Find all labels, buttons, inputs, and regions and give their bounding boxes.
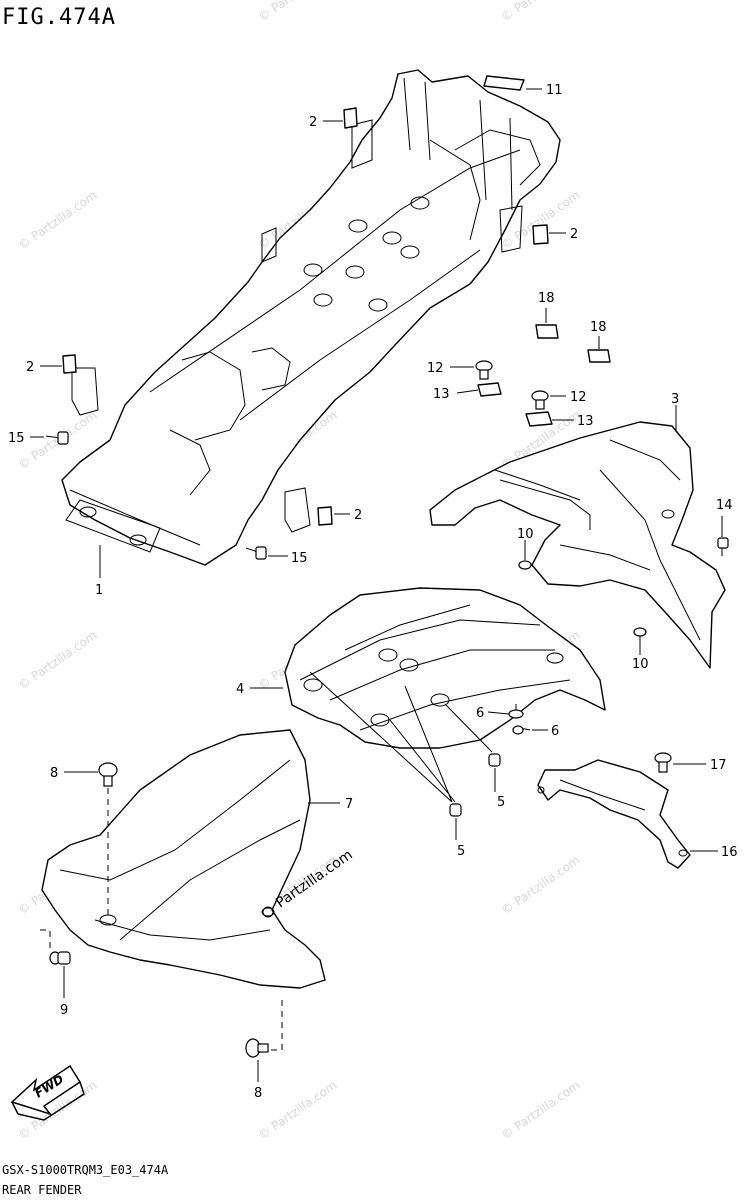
callout-17: 17 (710, 758, 727, 773)
figure-name: REAR FENDER (2, 1183, 82, 1197)
part-4-inner-fender (284, 587, 606, 749)
callout-8: 8 (254, 1086, 262, 1101)
watermark: © Partzilla.com (499, 0, 583, 24)
callout-18: 18 (590, 320, 607, 335)
callout-16: 16 (721, 845, 738, 860)
watermark: © Partzilla.com (256, 0, 340, 24)
callout-7: 7 (345, 797, 353, 812)
callout-6: 6 (476, 706, 484, 721)
part-8-bolt (245, 1038, 269, 1058)
part-11-pad (483, 75, 525, 91)
fwd-arrow: FWD (10, 1064, 85, 1121)
callout-14: 14 (716, 498, 733, 513)
part-13-nut (525, 411, 553, 427)
fastener-leader-lines (309, 671, 493, 803)
part-14-bolt (717, 537, 729, 556)
callout-8: 8 (50, 766, 58, 781)
callout-12: 12 (570, 390, 587, 405)
callout-2: 2 (26, 360, 34, 375)
watermark: © Partzilla.com (499, 853, 583, 918)
part-18-pad (535, 324, 559, 339)
callout-10: 10 (517, 527, 534, 542)
part-1-rear-frame (61, 69, 561, 566)
bolt-8-dashed-guide (270, 1000, 283, 1051)
part-2-clip (532, 224, 549, 245)
callout-9: 9 (60, 1003, 68, 1018)
part-8-bolt (98, 762, 118, 787)
callout-2: 2 (570, 227, 578, 242)
part-7-hugger (41, 729, 326, 989)
part-12-bolt (531, 390, 549, 410)
callout-6: 6 (551, 724, 559, 739)
part-3-rear-fender (429, 421, 726, 669)
figure-title: FIG.474A (2, 5, 116, 30)
figure-code: GSX-S1000TRQM3_E03_474A (2, 1163, 169, 1177)
watermark: © Partzilla.com (16, 188, 100, 253)
callout-15: 15 (8, 431, 25, 446)
callout-2: 2 (354, 508, 362, 523)
callout-15: 15 (291, 551, 308, 566)
part-6-screw (512, 725, 531, 735)
part-17-bolt (654, 752, 672, 773)
callout-5: 5 (457, 844, 465, 859)
callout-1: 1 (95, 583, 103, 598)
callout-18: 18 (538, 291, 555, 306)
part-5-nut (488, 753, 501, 767)
callout-10: 10 (632, 657, 649, 672)
callout-3: 3 (671, 392, 679, 407)
part-2-clip (317, 506, 333, 526)
callout-2: 2 (309, 115, 317, 130)
watermark: © Partzilla.com (16, 628, 100, 693)
callout-layer: 11 2 2 2 2 15 15 1 18 18 12 12 13 13 3 1… (8, 83, 738, 1101)
callout-4: 4 (236, 682, 244, 697)
watermark: © Partzilla.com (499, 1078, 583, 1143)
callout-13: 13 (577, 414, 594, 429)
part-2-clip (62, 354, 77, 374)
bolt-9-dashed-guide (40, 929, 51, 950)
part-18-pad (587, 349, 611, 363)
part-13-nut (477, 382, 502, 397)
part-15-bolt (45, 431, 69, 445)
part-12-bolt (475, 360, 493, 380)
part-16-bracket (537, 759, 691, 869)
part-10-washer (518, 560, 532, 570)
part-2-clip (343, 107, 358, 129)
callout-13: 13 (433, 387, 450, 402)
callout-11: 11 (546, 83, 563, 98)
watermark: © Partzilla.com (256, 1078, 340, 1143)
part-5-nut (449, 803, 462, 817)
part-10-washer (633, 627, 647, 637)
part-15-bolt (245, 546, 267, 560)
callout-5: 5 (497, 795, 505, 810)
part-9-bolt (49, 951, 71, 965)
callout-12: 12 (427, 361, 444, 376)
